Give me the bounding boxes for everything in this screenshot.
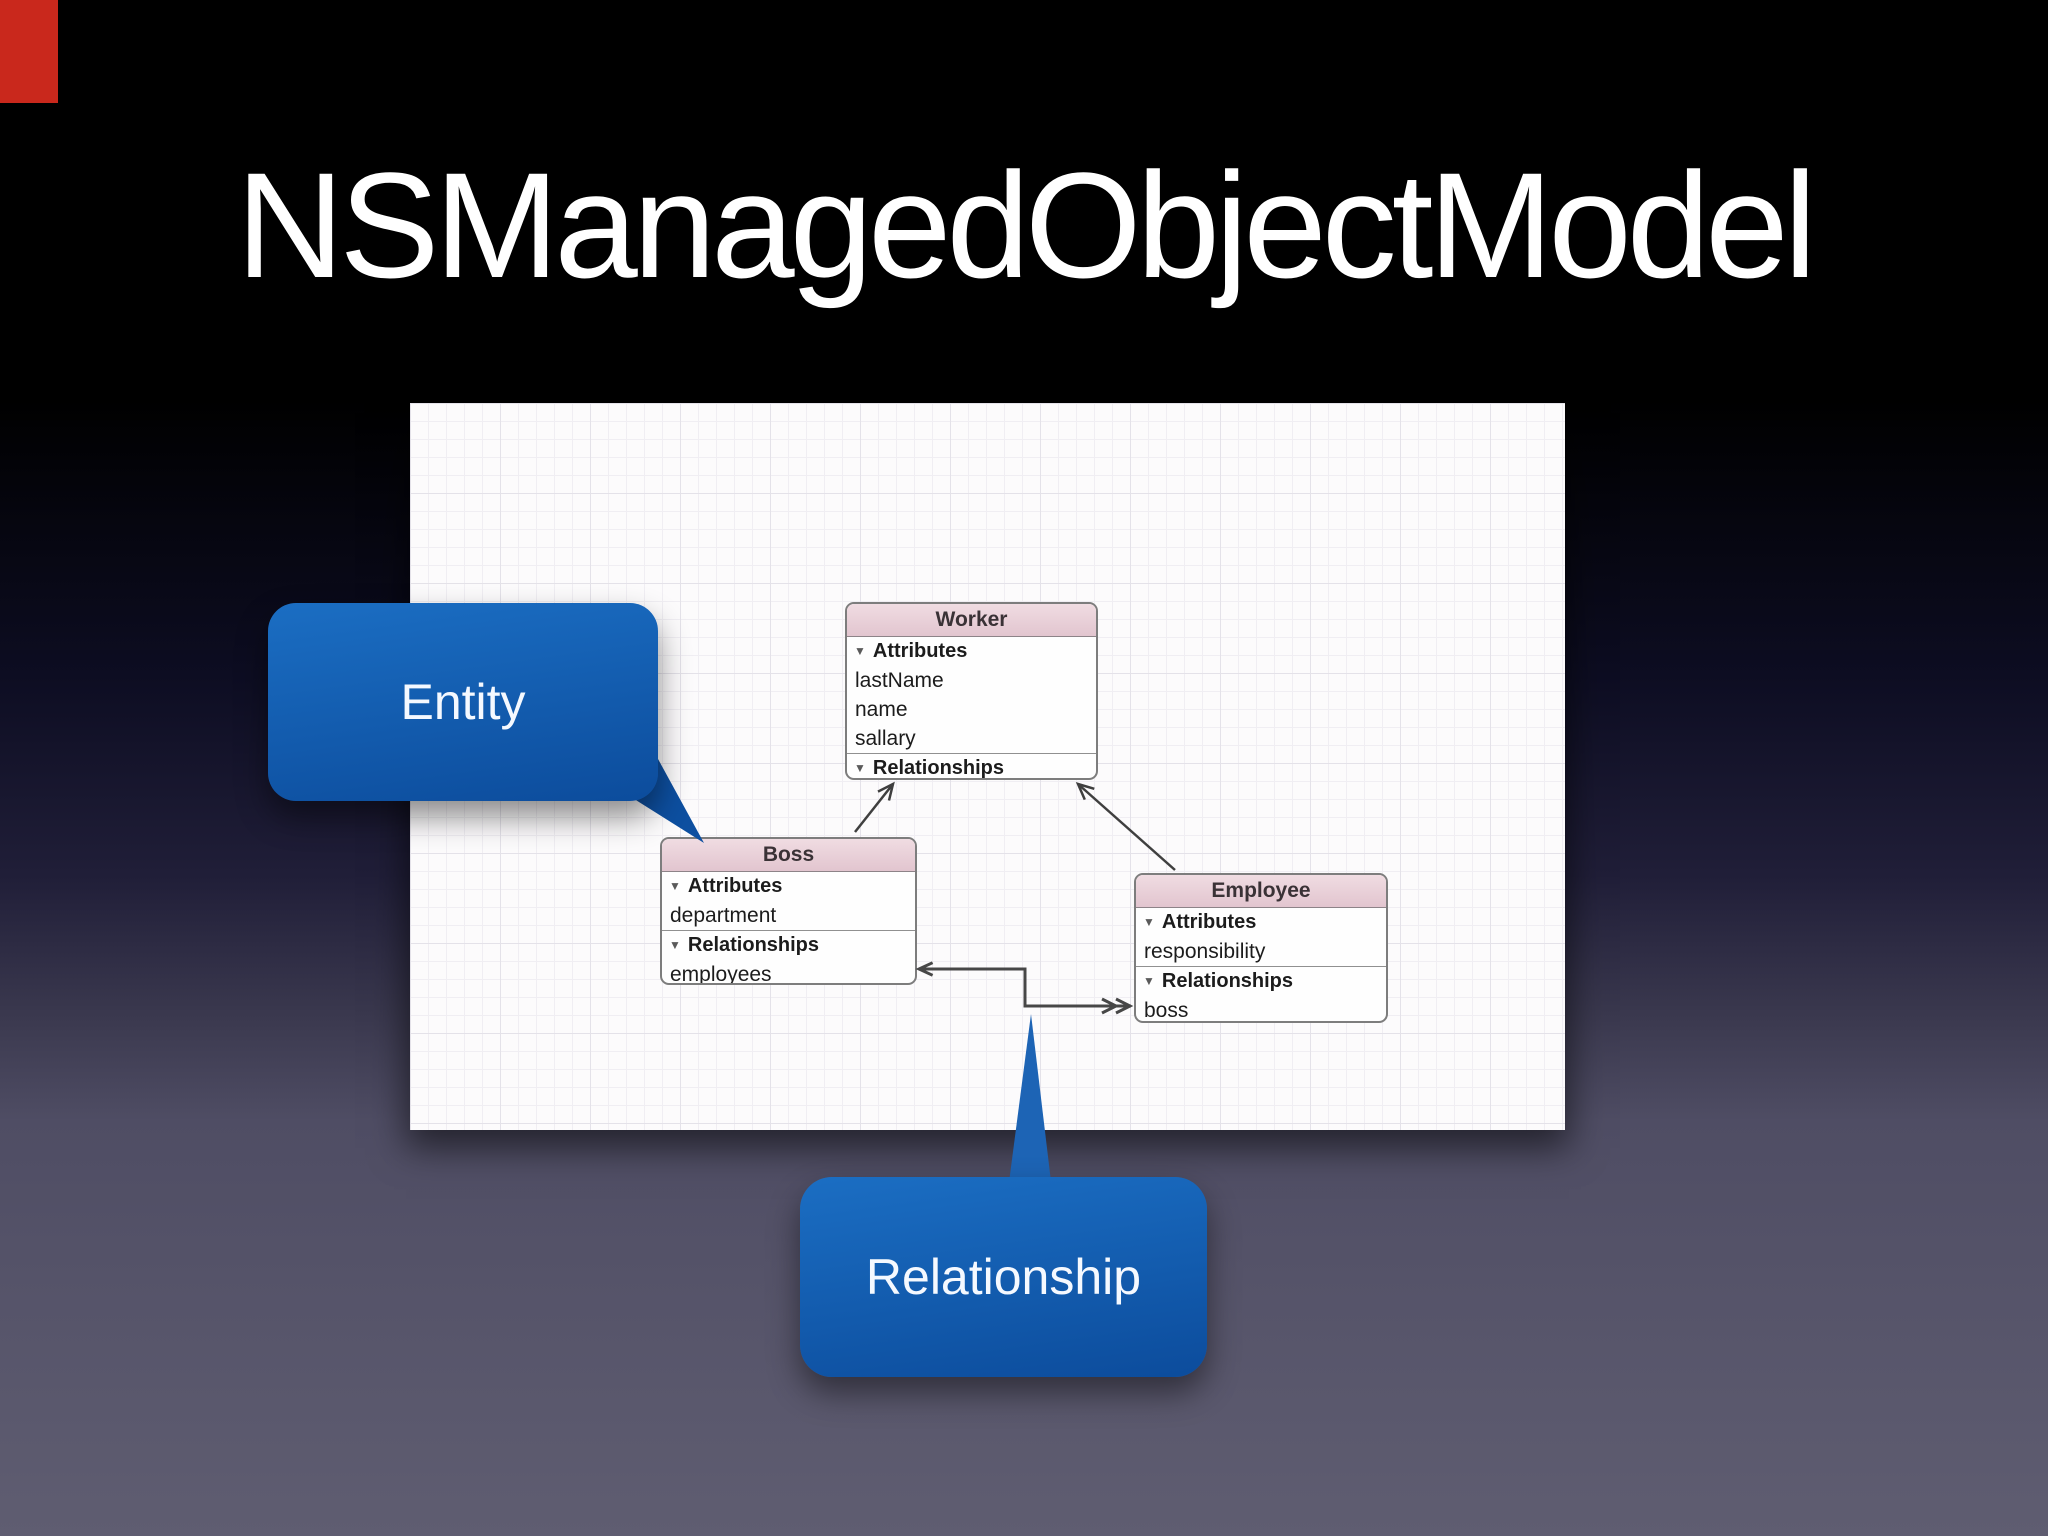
- attributes-label: ▼ Attributes: [847, 637, 1096, 666]
- relationship-row: boss: [1144, 999, 1189, 1022]
- slide-title: NSManagedObjectModel: [236, 141, 1817, 309]
- entity-box-worker: Worker ▼ Attributes lastName name sallary…: [845, 602, 1098, 780]
- relationship-callout: Relationship: [800, 1177, 1207, 1377]
- section-label-text: Relationships: [1161, 970, 1294, 992]
- section-label-text: Attributes: [1161, 911, 1257, 933]
- relationships-section: ▼ Relationships employees: [662, 930, 915, 985]
- relationship-row: employees: [670, 963, 772, 985]
- attributes-section: ▼ Attributes lastName name sallary: [847, 637, 1096, 753]
- red-corner-marker: [0, 0, 58, 103]
- employee-to-worker-arrow: [1075, 782, 1176, 871]
- attribute-row: lastName: [855, 669, 944, 692]
- attribute-row: name: [855, 698, 908, 721]
- relationships-section: ▼ Relationships boss: [1136, 966, 1386, 1022]
- entity-box-employee: Employee ▼ Attributes responsibility ▼ Rel…: [1134, 873, 1388, 1023]
- relationships-label: ▼ Relationships: [1136, 967, 1386, 996]
- entity-title-employee: Employee: [1136, 875, 1386, 908]
- attributes-section: ▼ Attributes department: [662, 872, 915, 930]
- entity-callout-label: Entity: [400, 674, 526, 730]
- relationships-label: ▼ Relationships: [662, 931, 915, 960]
- attribute-row: department: [670, 904, 777, 927]
- entity-callout: Entity: [268, 603, 658, 801]
- attributes-label: ▼ Attributes: [662, 872, 915, 901]
- relationships-label: ▼ Relationships: [847, 754, 1096, 779]
- disclosure-triangle-icon: ▼: [669, 938, 681, 952]
- attribute-row: sallary: [855, 727, 916, 750]
- attributes-section: ▼ Attributes responsibility: [1136, 908, 1386, 966]
- relationship-callout-label: Relationship: [865, 1249, 1142, 1305]
- entity-title-boss: Boss: [662, 839, 915, 872]
- boss-to-worker-arrow: [854, 781, 895, 833]
- entity-box-boss: Boss ▼ Attributes department ▼ Relationshi…: [660, 837, 917, 985]
- attribute-row: responsibility: [1144, 940, 1266, 963]
- disclosure-triangle-icon: ▼: [854, 644, 866, 658]
- entity-title-worker: Worker: [847, 604, 1096, 637]
- disclosure-triangle-icon: ▼: [669, 879, 681, 893]
- section-label-text: Attributes: [687, 875, 783, 897]
- section-label-text: Attributes: [872, 640, 968, 662]
- relationships-section: ▼ Relationships: [847, 753, 1096, 779]
- disclosure-triangle-icon: ▼: [1143, 915, 1155, 929]
- section-label-text: Relationships: [687, 934, 820, 956]
- model-editor-panel: Worker ▼ Attributes lastName name sallary…: [410, 403, 1565, 1130]
- attributes-label: ▼ Attributes: [1136, 908, 1386, 937]
- boss-employee-connector: [915, 961, 1134, 1015]
- disclosure-triangle-icon: ▼: [854, 761, 866, 775]
- disclosure-triangle-icon: ▼: [1143, 974, 1155, 988]
- section-label-text: Relationships: [872, 757, 1005, 779]
